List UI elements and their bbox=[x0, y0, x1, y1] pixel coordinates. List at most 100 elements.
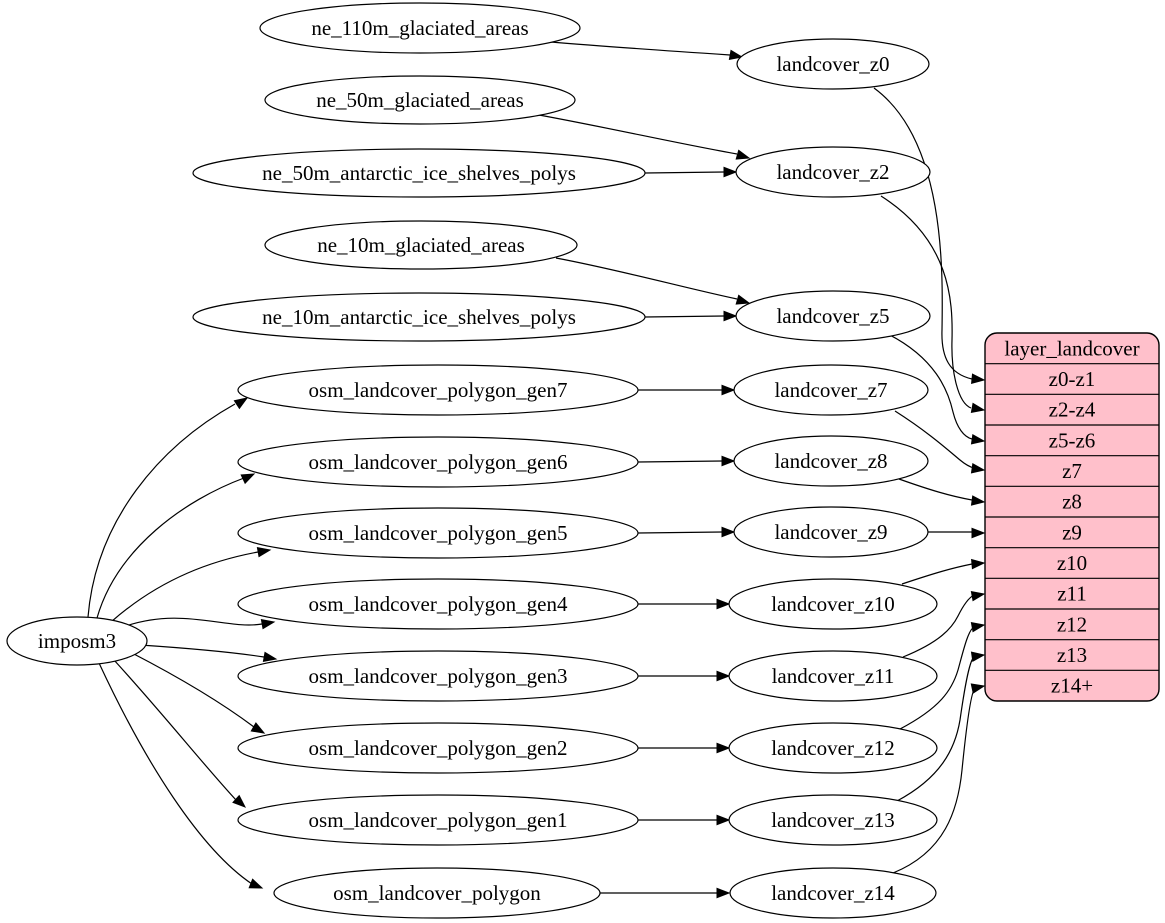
edge-landcover_z0-to-layer_landcover:z0-z1 bbox=[873, 87, 986, 384]
node-label-osm_landcover_polygon_gen6: osm_landcover_polygon_gen6 bbox=[309, 450, 568, 474]
node-ellipse-landcover_z14 bbox=[729, 867, 937, 919]
arrowhead-icon bbox=[970, 651, 986, 662]
node-ellipse-osm_landcover_polygon_gen4 bbox=[237, 578, 639, 630]
node-label-ne_110m_glaciated_areas: ne_110m_glaciated_areas bbox=[311, 16, 528, 40]
arrowhead-icon bbox=[970, 402, 986, 414]
edge-osm_landcover_polygon-to-landcover_z14 bbox=[600, 887, 731, 899]
edge-imposm3-to-osm_landcover_polygon_gen4 bbox=[122, 617, 276, 630]
node-ne_50m_glaciated_areas: ne_50m_glaciated_areas bbox=[264, 75, 576, 125]
node-ellipse-landcover_z12 bbox=[728, 722, 938, 774]
node-ellipse-osm_landcover_polygon bbox=[273, 867, 601, 919]
node-ellipse-ne_10m_glaciated_areas bbox=[264, 220, 578, 270]
node-ellipse-landcover_z5 bbox=[735, 290, 931, 342]
edge-osm_landcover_polygon_gen6-to-landcover_z8 bbox=[637, 455, 736, 467]
node-landcover_z7: landcover_z7 bbox=[733, 364, 929, 416]
node-label-osm_landcover_polygon_gen5: osm_landcover_polygon_gen5 bbox=[309, 521, 568, 545]
arrowhead-icon bbox=[723, 310, 738, 322]
node-label-osm_landcover_polygon_gen3: osm_landcover_polygon_gen3 bbox=[309, 664, 568, 688]
arrowhead-icon bbox=[248, 878, 264, 889]
node-label-landcover_z13: landcover_z13 bbox=[771, 808, 895, 832]
edge-imposm3-to-osm_landcover_polygon_gen7 bbox=[87, 397, 249, 618]
arrowhead-icon bbox=[970, 683, 986, 694]
record-row-label: z8 bbox=[1062, 490, 1082, 514]
edge-landcover_z13-to-layer_landcover:z13 bbox=[896, 651, 986, 802]
record-row-label: z2-z4 bbox=[1049, 398, 1096, 422]
node-label-osm_landcover_polygon: osm_landcover_polygon bbox=[333, 881, 541, 905]
node-ellipse-ne_50m_antarctic_ice_shelves_polys bbox=[192, 148, 646, 198]
node-label-landcover_z8: landcover_z8 bbox=[774, 449, 887, 473]
node-ellipse-ne_110m_glaciated_areas bbox=[259, 2, 581, 54]
record-row-z0-z1: z0-z1 bbox=[1049, 367, 1096, 391]
node-label-osm_landcover_polygon_gen4: osm_landcover_polygon_gen4 bbox=[309, 592, 568, 616]
node-label-landcover_z10: landcover_z10 bbox=[771, 592, 895, 616]
record-title: layer_landcover bbox=[1004, 336, 1139, 360]
record-row-label: z11 bbox=[1057, 582, 1087, 606]
node-osm_landcover_polygon_gen6: osm_landcover_polygon_gen6 bbox=[237, 436, 639, 488]
edge-imposm3-to-osm_landcover_polygon_gen6 bbox=[96, 473, 256, 619]
node-label-landcover_z14: landcover_z14 bbox=[771, 881, 895, 905]
edge-osm_landcover_polygon_gen4-to-landcover_z10 bbox=[638, 598, 731, 610]
edge-landcover_z7-to-layer_landcover:z7 bbox=[894, 410, 986, 474]
arrowhead-icon bbox=[716, 887, 731, 899]
record-row-z11: z11 bbox=[1057, 582, 1087, 606]
node-label-landcover_z0: landcover_z0 bbox=[776, 52, 889, 76]
node-ellipse-osm_landcover_polygon_gen1 bbox=[237, 794, 639, 846]
node-ne_10m_glaciated_areas: ne_10m_glaciated_areas bbox=[264, 220, 578, 270]
node-label-osm_landcover_polygon_gen7: osm_landcover_polygon_gen7 bbox=[309, 378, 568, 402]
arrowhead-icon bbox=[240, 473, 256, 485]
node-landcover_z12: landcover_z12 bbox=[728, 722, 938, 774]
arrowhead-icon bbox=[232, 794, 247, 808]
edge-osm_landcover_polygon_gen5-to-landcover_z9 bbox=[637, 526, 736, 538]
edge-ne_10m_antarctic_ice_shelves_polys-to-landcover_z5 bbox=[644, 310, 738, 322]
arrowhead-icon bbox=[728, 49, 744, 61]
node-ellipse-ne_10m_antarctic_ice_shelves_polys bbox=[192, 292, 646, 342]
record-row-label: z0-z1 bbox=[1049, 367, 1096, 391]
arrowhead-icon bbox=[971, 373, 986, 384]
edge-landcover_z5-to-layer_landcover:z5-z6 bbox=[887, 333, 986, 445]
edge-osm_landcover_polygon_gen2-to-landcover_z12 bbox=[638, 742, 731, 754]
arrowhead-icon bbox=[721, 526, 736, 538]
edge-ne_10m_glaciated_areas-to-landcover_z5 bbox=[555, 257, 751, 305]
record-row-z8: z8 bbox=[1062, 490, 1082, 514]
edge-imposm3-to-osm_landcover_polygon_gen2 bbox=[131, 652, 266, 734]
arrowhead-icon bbox=[233, 397, 249, 410]
arrowhead-icon bbox=[250, 722, 266, 734]
arrowhead-icon bbox=[721, 455, 736, 467]
arrowhead-icon bbox=[256, 546, 272, 558]
record-row-label: z13 bbox=[1057, 643, 1087, 667]
edge-imposm3-to-osm_landcover_polygon_gen3 bbox=[139, 644, 278, 663]
node-osm_landcover_polygon_gen5: osm_landcover_polygon_gen5 bbox=[237, 507, 639, 559]
node-label-osm_landcover_polygon_gen2: osm_landcover_polygon_gen2 bbox=[309, 736, 568, 760]
edge-imposm3-to-osm_landcover_polygon_gen1 bbox=[113, 659, 247, 808]
arrowhead-icon bbox=[716, 814, 731, 826]
edge-ne_110m_glaciated_areas-to-landcover_z0 bbox=[550, 41, 744, 61]
edge-osm_landcover_polygon_gen7-to-landcover_z7 bbox=[638, 384, 736, 396]
node-label-landcover_z12: landcover_z12 bbox=[771, 736, 895, 760]
node-ellipse-osm_landcover_polygon_gen7 bbox=[237, 364, 639, 416]
edge-imposm3-to-osm_landcover_polygon bbox=[98, 662, 264, 889]
node-osm_landcover_polygon_gen3: osm_landcover_polygon_gen3 bbox=[237, 650, 639, 702]
node-landcover_z2: landcover_z2 bbox=[735, 146, 931, 198]
node-ellipse-osm_landcover_polygon_gen5 bbox=[237, 507, 639, 559]
record-row-z2-z4: z2-z4 bbox=[1049, 398, 1096, 422]
nodes-layer: imposm3ne_110m_glaciated_areasne_50m_gla… bbox=[6, 2, 938, 919]
node-label-ne_50m_antarctic_ice_shelves_polys: ne_50m_antarctic_ice_shelves_polys bbox=[262, 161, 576, 185]
edge-ne_50m_glaciated_areas-to-landcover_z2 bbox=[538, 114, 751, 160]
node-ellipse-landcover_z7 bbox=[733, 364, 929, 416]
record-row-label: z5-z6 bbox=[1049, 428, 1096, 452]
record-row-z7: z7 bbox=[1062, 459, 1082, 483]
arrowhead-icon bbox=[970, 590, 986, 602]
node-ellipse-landcover_z11 bbox=[728, 650, 938, 702]
arrowhead-icon bbox=[971, 558, 986, 570]
record-row-z13: z13 bbox=[1057, 643, 1087, 667]
arrowhead-icon bbox=[260, 618, 276, 630]
record-row-z5-z6: z5-z6 bbox=[1049, 428, 1096, 452]
node-ellipse-landcover_z9 bbox=[733, 506, 929, 558]
arrowhead-icon bbox=[262, 651, 278, 663]
arrowhead-icon bbox=[735, 294, 751, 305]
node-ellipse-landcover_z0 bbox=[736, 38, 930, 90]
node-osm_landcover_polygon_gen4: osm_landcover_polygon_gen4 bbox=[237, 578, 639, 630]
node-osm_landcover_polygon: osm_landcover_polygon bbox=[273, 867, 601, 919]
